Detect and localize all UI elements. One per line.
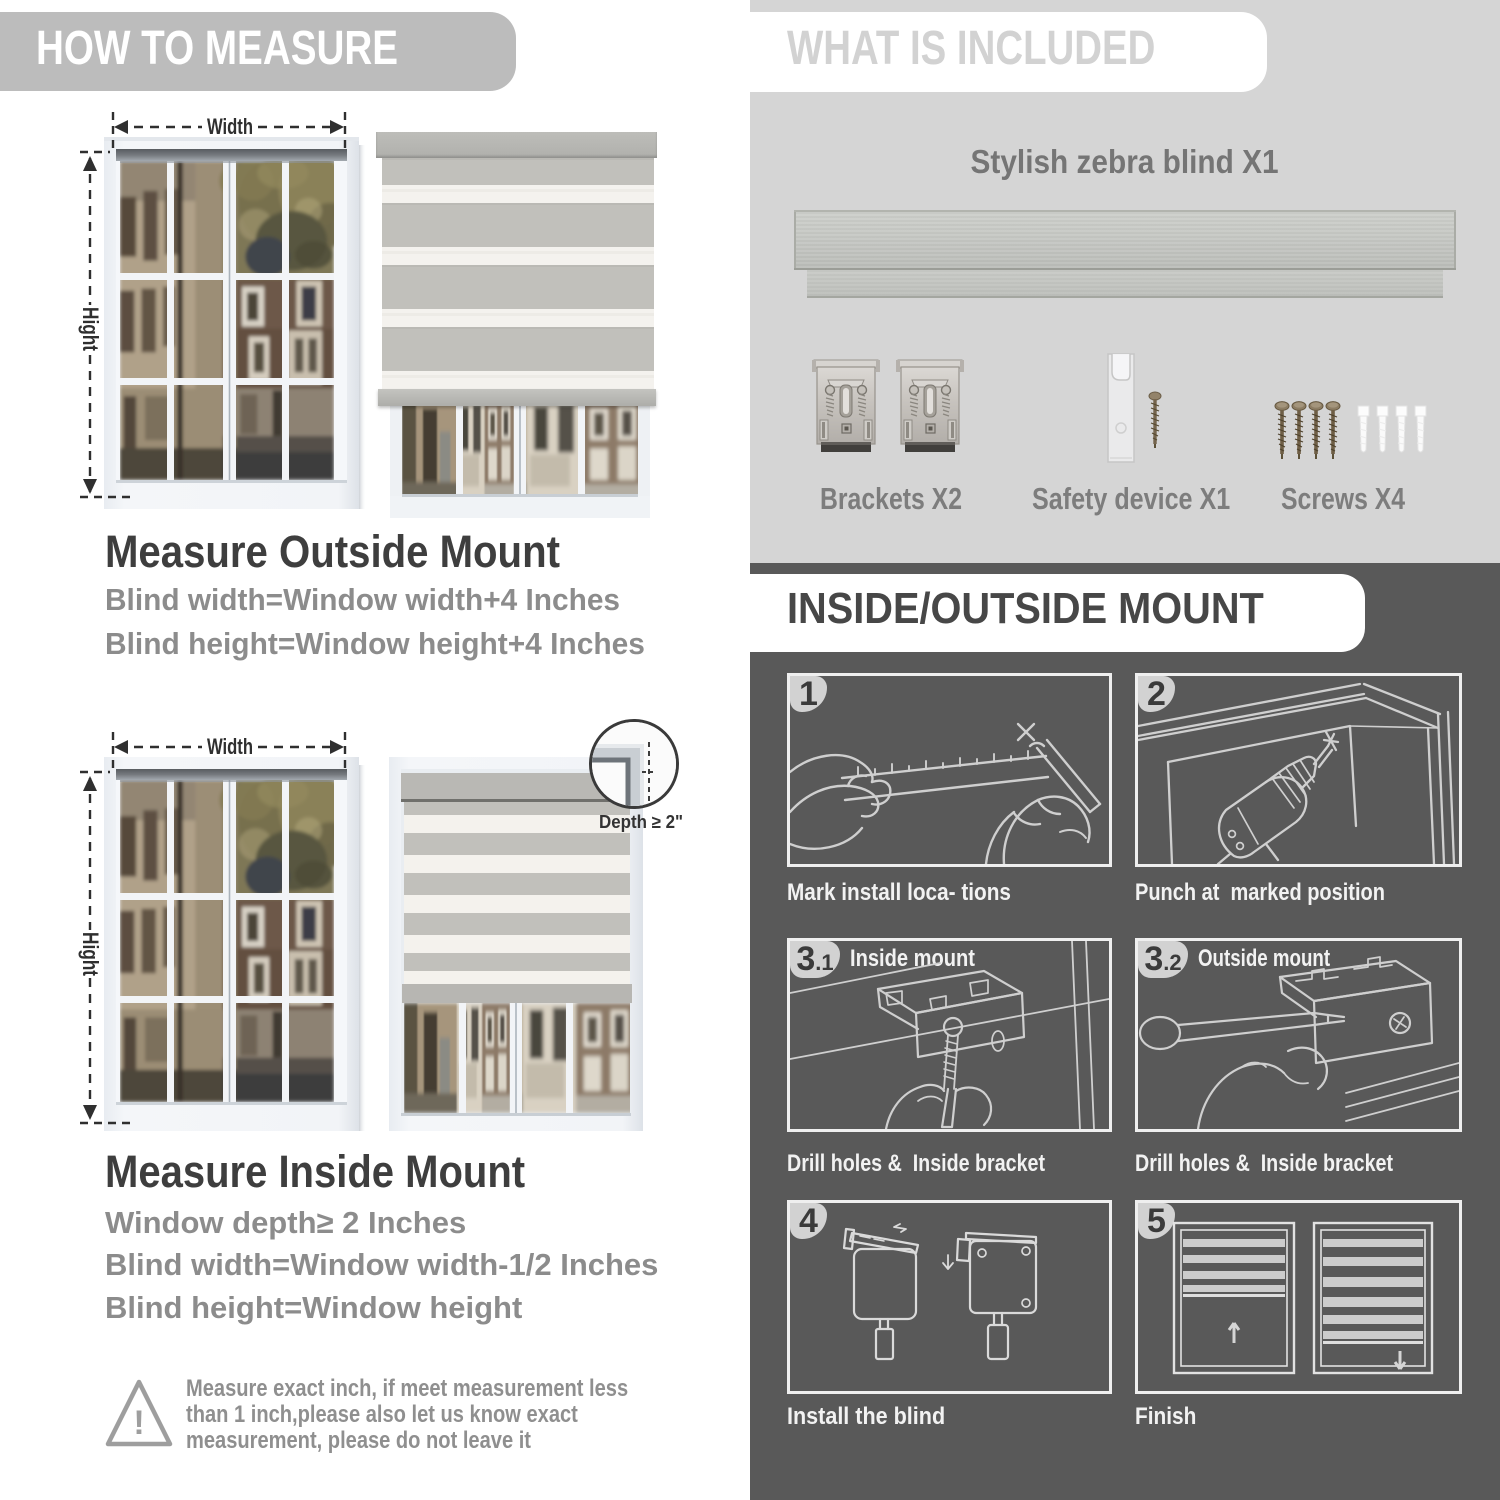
svg-text:Hight: Hight [78,307,103,352]
svg-text:Width: Width [207,734,253,759]
svg-text:Hight: Hight [78,932,103,977]
svg-text:!: ! [133,1404,144,1442]
svg-text:Width: Width [207,114,253,139]
